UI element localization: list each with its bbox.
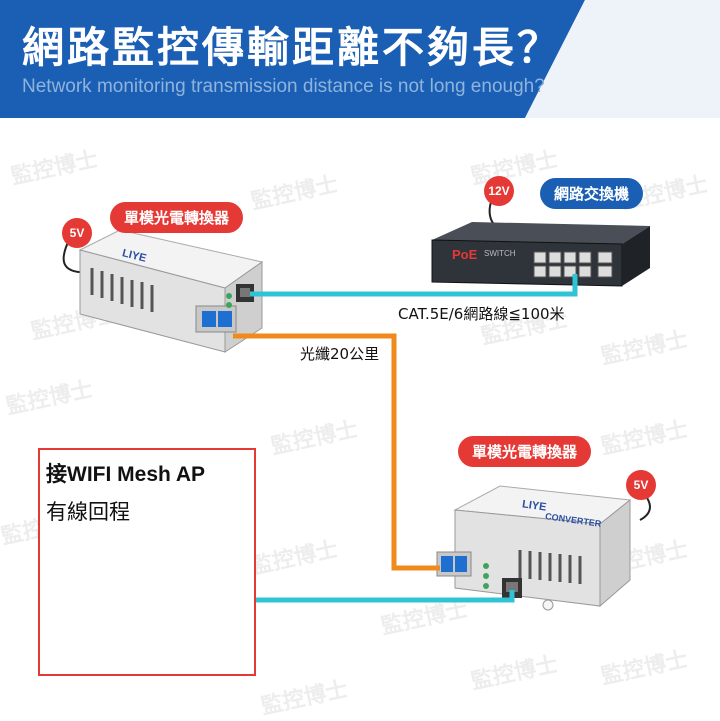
ethernet-cable-top [250,274,578,297]
power-badge-switch: 12V [484,176,514,206]
converter-right-label: 單模光電轉換器 [458,436,592,467]
converter-left-device [78,229,264,353]
mesh-box-line1: 接WIFI Mesh AP [46,463,206,486]
switch-model: SWITCH [484,249,516,258]
switch-brand: PoE [452,247,478,262]
fiber-cable [233,333,440,571]
power-badge-left: 5V [62,218,92,248]
switch-label: 網路交換機 [540,178,644,209]
cable-label: CAT.5E/6網路線≦100米 [398,305,565,323]
page-subtitle: Network monitoring transmission distance… [22,76,545,97]
mesh-ap-box: 接WIFI Mesh AP 有線回程 [38,448,256,676]
mesh-box-line2: 有線回程 [46,500,130,524]
page-title: 網路監控傳輸距離不夠長？ [22,23,563,72]
converter-left-label: 單模光電轉換器 [110,202,244,233]
banner-shape [0,0,720,118]
ethernet-cable-bottom [254,590,515,603]
header-banner: 網路監控傳輸距離不夠長？ Network monitoring transmis… [0,0,720,118]
fiber-label: 光纖20公里 [300,345,380,363]
power-badge-right: 5V [626,470,656,500]
converter-right-device [436,485,632,611]
